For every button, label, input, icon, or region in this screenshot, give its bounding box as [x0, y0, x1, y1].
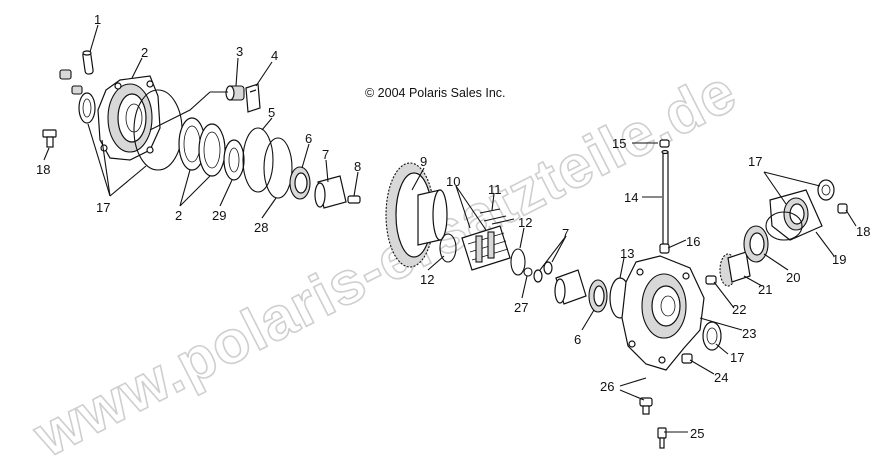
part-18-bolt-right [837, 203, 848, 214]
part-4-clip [245, 83, 261, 113]
part-11-pins [479, 208, 515, 225]
callout-8: 8 [354, 159, 361, 174]
part-27-clip [523, 267, 533, 277]
part-21-pinion [719, 251, 751, 287]
part-10-cage [461, 225, 511, 271]
callout-6-left: 6 [305, 131, 312, 146]
part-22-bushing [705, 275, 717, 285]
callout-14: 14 [624, 190, 638, 205]
callout-22: 22 [732, 302, 746, 317]
callout-15: 15 [612, 136, 626, 151]
part-13-sleeve [554, 269, 587, 305]
part-16-screw [659, 243, 670, 254]
part-29-plate [223, 139, 245, 181]
part-17-oring-right [765, 211, 803, 241]
part-7-sleeve [314, 175, 347, 209]
callout-10: 10 [446, 174, 460, 189]
part-2-cover-housing [97, 75, 161, 161]
callout-2-cover: 2 [141, 45, 148, 60]
part-26-bolt [639, 397, 653, 415]
callout-26: 26 [600, 379, 614, 394]
leader-lines [43, 24, 857, 433]
callout-labels: 1 2 3 4 17 18 2 29 5 28 6 7 8 9 10 11 12… [36, 12, 870, 441]
callout-2-bearings: 2 [175, 208, 182, 223]
callout-28: 28 [254, 220, 268, 235]
callout-12-left: 12 [420, 272, 434, 287]
callout-17-lower: 17 [730, 350, 744, 365]
part-9-ring-gear [385, 162, 448, 268]
callout-21: 21 [758, 282, 772, 297]
part-6-bearing-center [588, 279, 608, 313]
callout-23: 23 [742, 326, 756, 341]
part-23-gear-housing [621, 255, 705, 371]
callout-16: 16 [686, 234, 700, 249]
part-14-rod [661, 149, 669, 247]
part-20-bearing [743, 225, 769, 263]
part-5-ring [242, 127, 274, 193]
callout-11: 11 [488, 182, 502, 197]
callout-4: 4 [271, 48, 278, 63]
callout-12-right: 12 [518, 215, 532, 230]
part-8-pin [347, 195, 361, 204]
part-1-pin [82, 50, 94, 75]
callout-7-center: 7 [562, 226, 569, 241]
part-28-ring [263, 137, 293, 199]
callout-20: 20 [786, 270, 800, 285]
copyright-text: © 2004 Polaris Sales Inc. [365, 86, 506, 100]
part-3-bushing [225, 85, 245, 101]
callout-3: 3 [236, 44, 243, 59]
callout-29: 29 [212, 208, 226, 223]
callout-5: 5 [268, 105, 275, 120]
part-2-bearings [178, 117, 226, 177]
part-25-bolt [657, 427, 667, 449]
part-15-screw [659, 139, 670, 148]
callout-18-left: 18 [36, 162, 50, 177]
callout-9: 9 [420, 154, 427, 169]
callout-18-right: 18 [856, 224, 870, 239]
callout-27: 27 [514, 300, 528, 315]
part-12-ring-right [510, 248, 526, 276]
callout-24: 24 [714, 370, 728, 385]
part-24-plug [681, 353, 693, 364]
part-6-bearing [289, 166, 311, 200]
part-7-bushings [533, 261, 553, 283]
part-17-seal-right [817, 179, 835, 201]
callout-17-left: 17 [96, 200, 110, 215]
callout-1: 1 [94, 12, 101, 27]
part-17-seal-left [78, 92, 96, 124]
part-bushings [59, 69, 83, 95]
callout-25: 25 [690, 426, 704, 441]
part-12-ring-left [439, 233, 457, 263]
callout-6-center: 6 [574, 332, 581, 347]
callout-17-right: 17 [748, 154, 762, 169]
callout-13: 13 [620, 246, 634, 261]
callout-19: 19 [832, 252, 846, 267]
part-18-bolt-left [42, 129, 57, 148]
callout-7-left: 7 [322, 147, 329, 162]
